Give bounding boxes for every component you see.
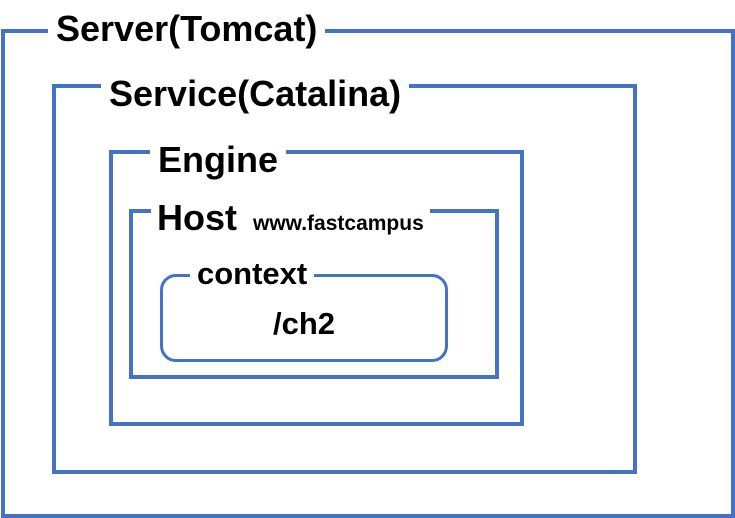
engine-label: Engine <box>150 142 287 178</box>
engine-box <box>109 150 524 426</box>
server-box <box>1 29 735 518</box>
host-domain: www.fastcampus <box>253 212 424 235</box>
context-path: /ch2 <box>272 306 336 341</box>
host-label-group: Host www.fastcampus <box>151 200 430 236</box>
host-label: Host <box>157 197 237 238</box>
service-label: Service(Catalina) <box>101 76 410 112</box>
context-label: context <box>190 258 315 289</box>
server-label: Server(Tomcat) <box>48 11 326 47</box>
